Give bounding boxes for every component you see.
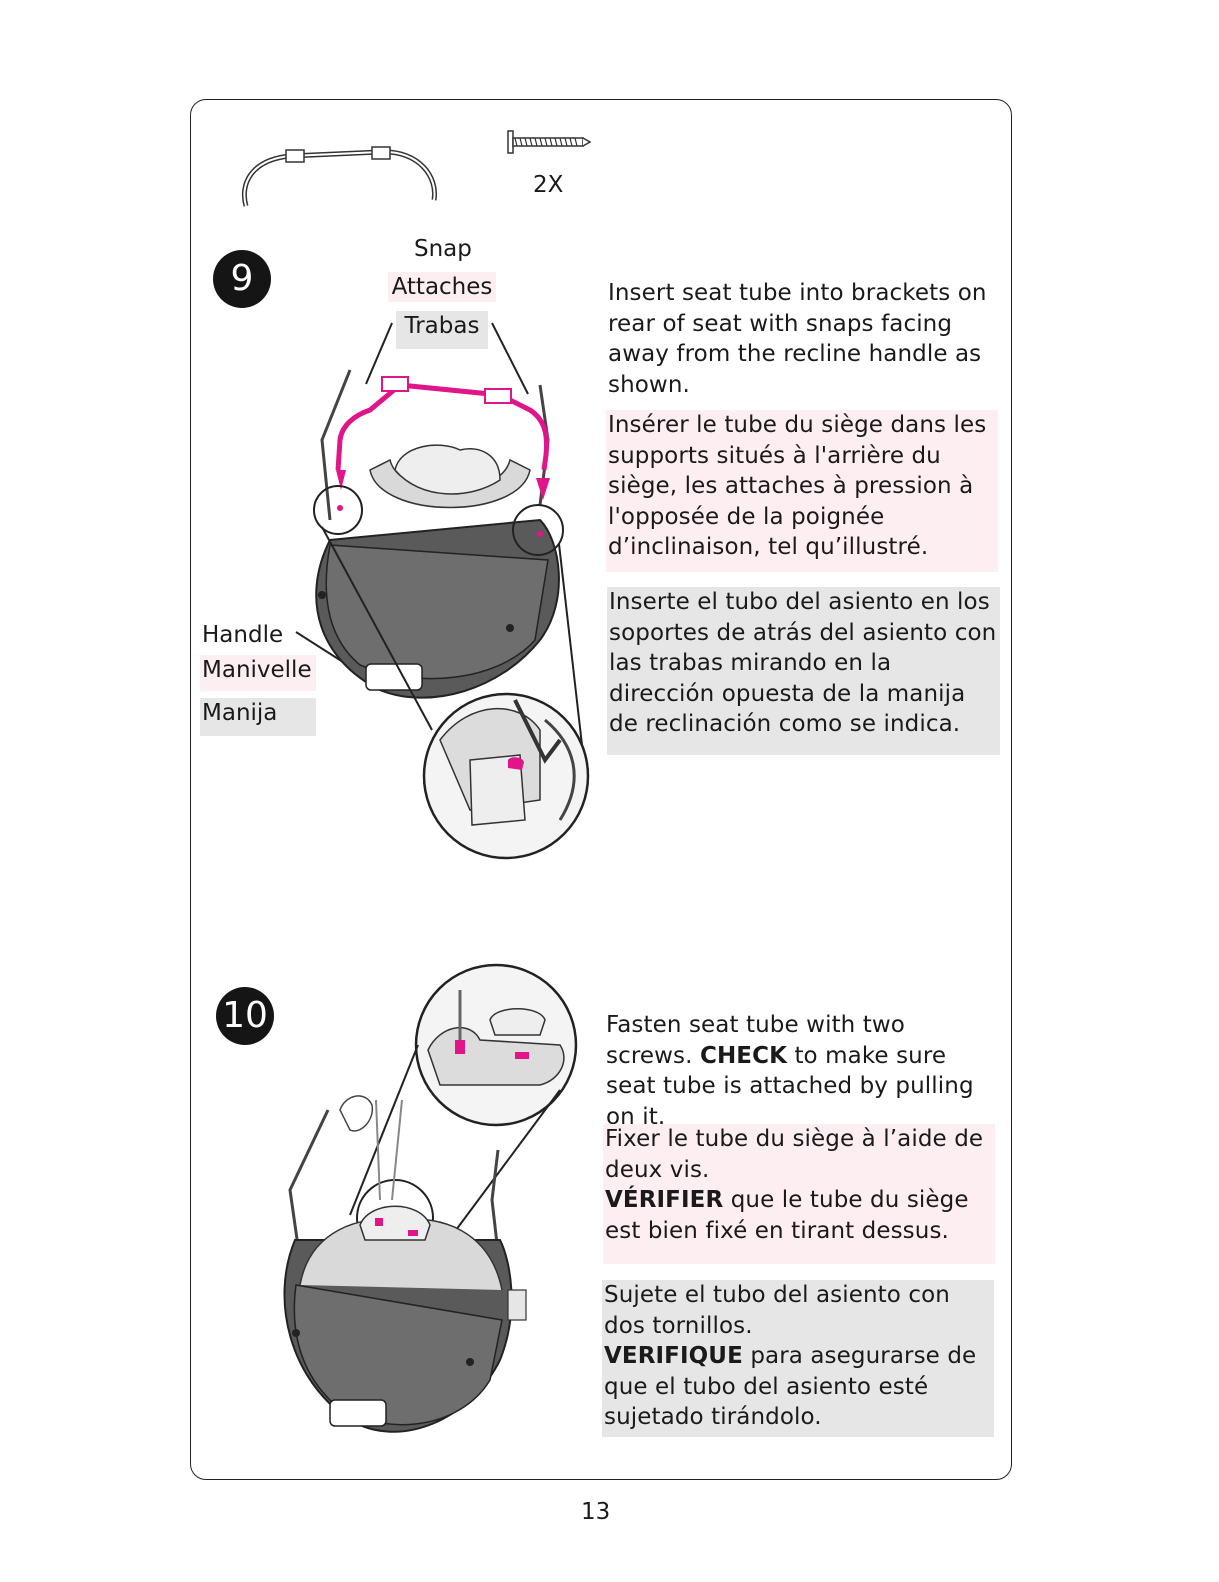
step-10-text-en: Fasten seat tube with two screws. CHECK … xyxy=(604,1010,996,1132)
step-9-text-fr: Insérer le tube du siège dans les suppor… xyxy=(606,410,998,572)
step-10-number: 10 xyxy=(216,987,274,1045)
step-10-verifique-label: VERIFIQUE xyxy=(604,1343,743,1370)
snap-label-fr: Attaches xyxy=(388,272,496,302)
snap-label-en: Snap xyxy=(414,236,472,262)
step-9-text-en: Insert seat tube into brackets on rear o… xyxy=(608,280,987,398)
step-10-text-fr: Fixer le tube du siège à l’aide de deux … xyxy=(603,1124,995,1264)
handle-label-fr: Manivelle xyxy=(200,655,316,691)
step-10-text-es-2: para asegurarse de que el tubo del asien… xyxy=(604,1343,977,1431)
instruction-frame xyxy=(190,99,1012,1480)
step-10-check-label: CHECK xyxy=(699,1042,788,1069)
step-10-text-fr-1: Fixer le tube du siège à l’aide de deux … xyxy=(605,1126,984,1183)
step-9-number: 9 xyxy=(213,250,271,308)
step-9-text-es: Inserte el tubo del asiento en los sopor… xyxy=(607,587,1000,755)
handle-label-en: Handle xyxy=(202,622,284,648)
page-number: 13 xyxy=(581,1499,611,1525)
step-10-verifier-label: VÉRIFIER xyxy=(605,1187,724,1214)
step-10-text-en-1: Fasten seat tube with two screws. xyxy=(606,1012,905,1069)
step-10-text-fr-2: que le tube du siège est bien fixé en ti… xyxy=(605,1187,969,1244)
step-10-text-es-1: Sujete el tubo del asiento con dos torni… xyxy=(604,1282,950,1339)
screw-quantity: 2X xyxy=(533,172,564,198)
handle-label-es: Manija xyxy=(200,698,316,736)
step-10-text-en-2: to make sure seat tube is attached by pu… xyxy=(606,1042,974,1130)
snap-label-es: Trabas xyxy=(396,311,488,349)
step-10-text-es: Sujete el tubo del asiento con dos torni… xyxy=(602,1280,994,1437)
